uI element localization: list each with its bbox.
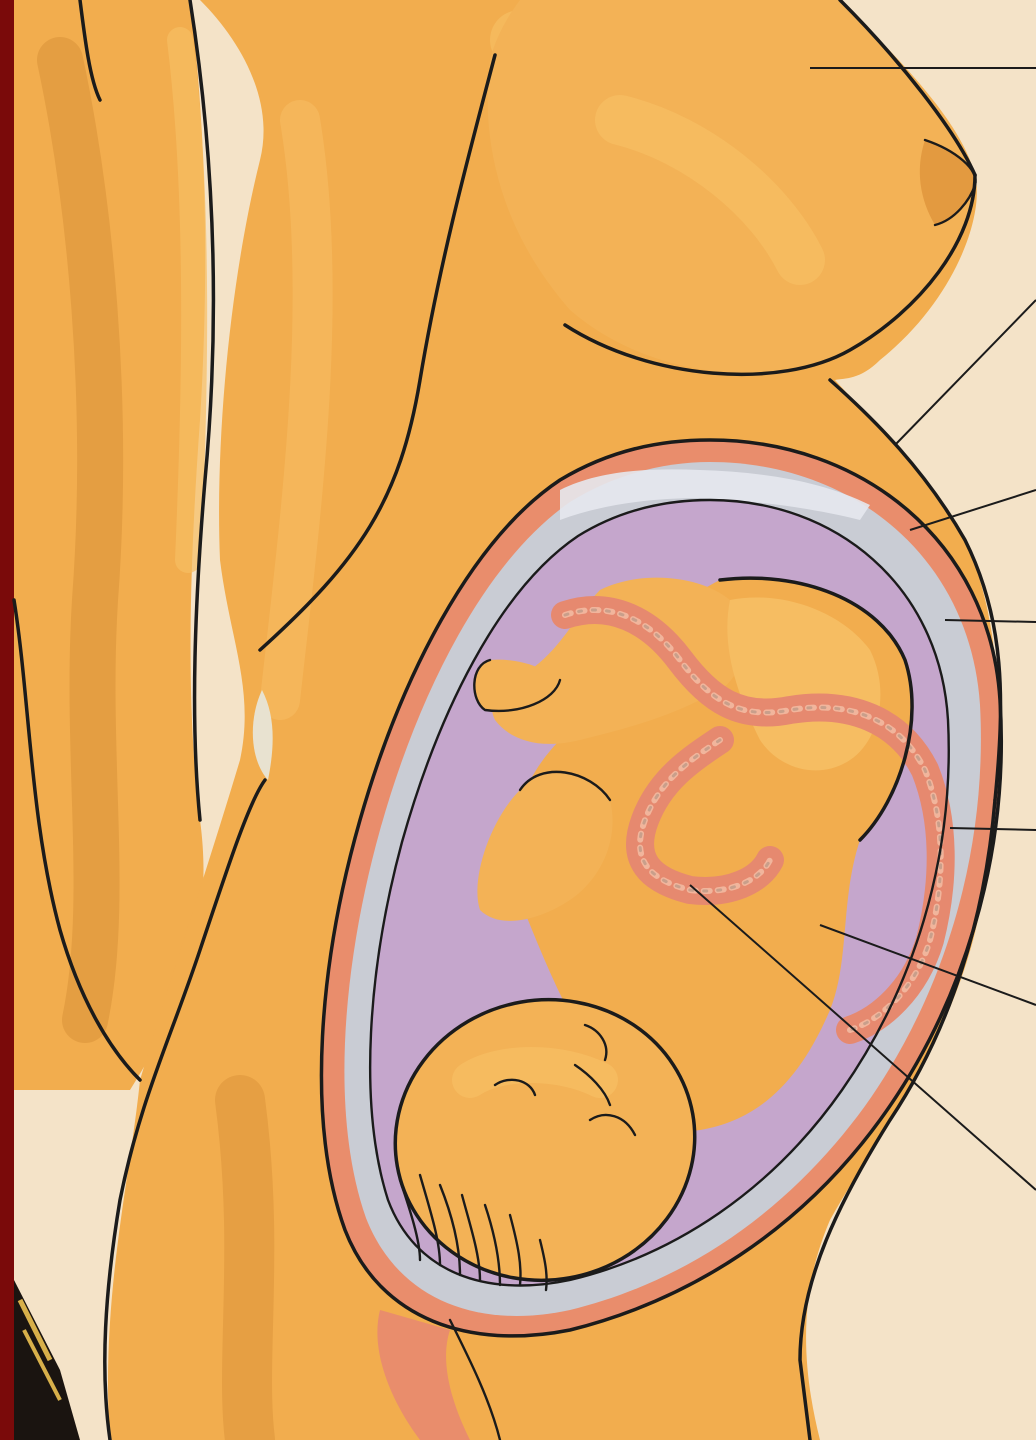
arm [14, 0, 205, 1090]
